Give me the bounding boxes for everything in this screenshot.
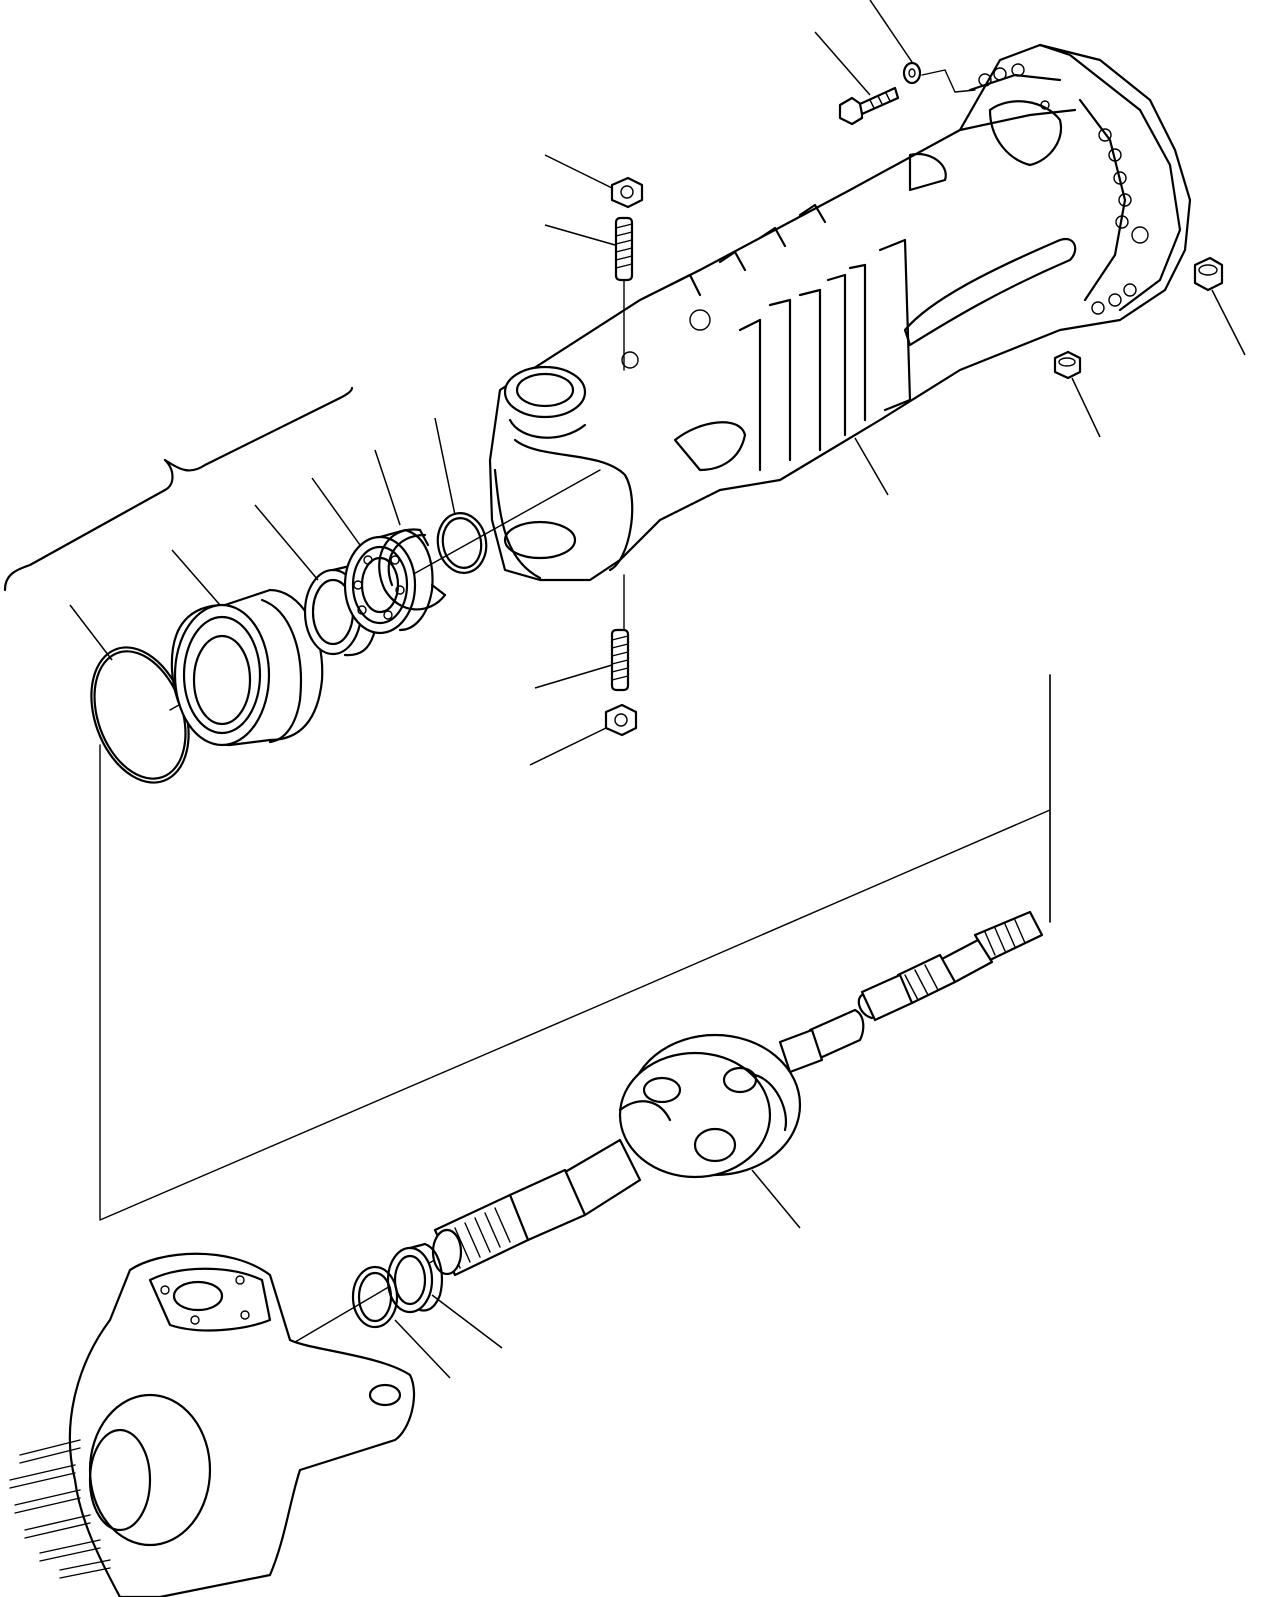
stud-upper [614,216,634,282]
leader-lines [69,0,1246,1379]
bolt [838,86,900,126]
snap-ring-inner [436,512,488,574]
nut-upper [610,176,644,209]
oil-seal [170,588,324,747]
drive-shaft-universal-joint [431,910,1044,1277]
thrust-washer [386,1242,443,1314]
washer [902,61,922,85]
bearing [343,528,434,635]
stud-lower [610,628,630,692]
plug-right [1193,256,1224,292]
retaining-ring [351,1265,399,1329]
assembly-connector-line [99,674,1051,1221]
nut-lower [604,703,638,737]
axle-housing [488,43,1192,582]
steering-knuckle [9,1252,415,1597]
seal-kit-group-bracket [3,386,354,592]
snap-ring-outer [378,528,447,611]
plug-bottom [1053,350,1082,380]
assembly-axis-line-lower [289,1244,461,1346]
